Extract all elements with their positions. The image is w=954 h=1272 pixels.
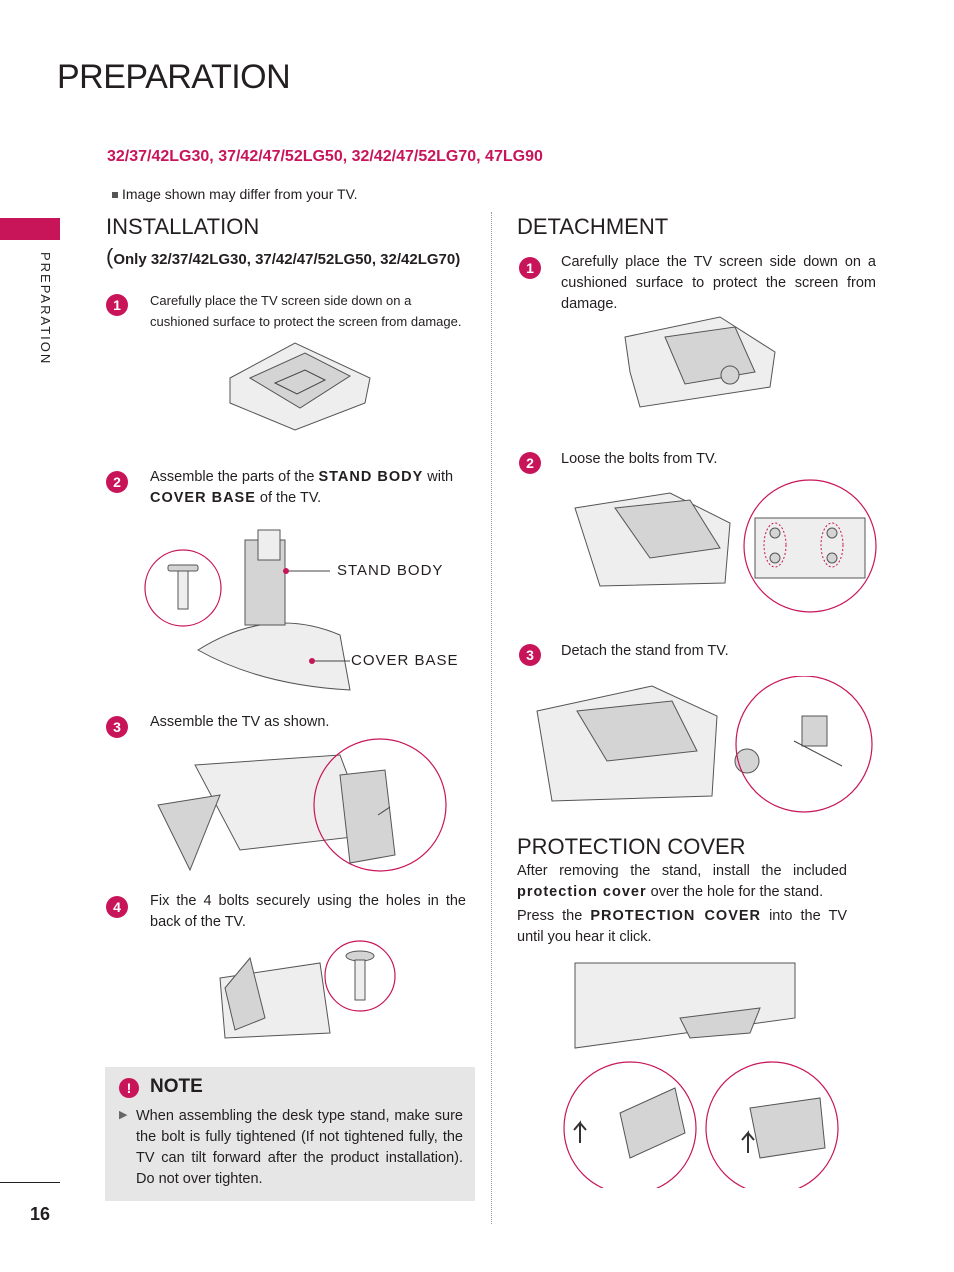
install-step-2-mid: with bbox=[423, 469, 454, 485]
page-number: 16 bbox=[30, 1204, 51, 1224]
footer-rule bbox=[0, 1182, 60, 1183]
install-step-4-text: Fix the 4 bolts securely using the holes… bbox=[150, 893, 466, 930]
callout-stand-body: STAND BODY bbox=[337, 562, 444, 579]
paren-open: ( bbox=[106, 244, 114, 269]
install-step-4-badge: 4 bbox=[106, 896, 128, 918]
callout-cover-base: COVER BASE bbox=[351, 652, 459, 669]
note-bullet-icon: ▶ bbox=[119, 1109, 128, 1121]
note-text: When assembling the desk type stand, mak… bbox=[136, 1108, 463, 1187]
square-bullet-icon bbox=[112, 192, 118, 199]
image-note: Image shown may differ from your TV. bbox=[112, 186, 358, 202]
install-step-2-text: Assemble the parts of the STAND BODY wit… bbox=[150, 467, 470, 509]
detach-step-1-illustration bbox=[624, 316, 776, 408]
protection-p2-kw: PROTECTION COVER bbox=[590, 908, 762, 924]
install-step-2-cover-base: COVER BASE bbox=[150, 490, 256, 506]
install-step-1-illustration bbox=[229, 342, 371, 431]
note-box bbox=[105, 1067, 475, 1201]
install-step-2-badge: 2 bbox=[106, 471, 128, 493]
install-step-4-illustration bbox=[219, 940, 396, 1039]
protection-p1-kw: protection cover bbox=[517, 884, 647, 900]
install-step-3-illustration bbox=[157, 738, 447, 872]
protection-p1-pre: After removing the stand, install the in… bbox=[517, 863, 847, 879]
install-step-3-text: Assemble the TV as shown. bbox=[150, 714, 330, 730]
detach-step-1-text: Carefully place the TV screen side down … bbox=[561, 254, 876, 312]
detach-step-2-badge: 2 bbox=[519, 452, 541, 474]
page-title: PREPARATION bbox=[57, 58, 291, 96]
install-step-1-text: Carefully place the TV screen side down … bbox=[150, 293, 462, 329]
install-step-2-illustration bbox=[144, 529, 351, 691]
installation-title: INSTALLATION bbox=[106, 214, 260, 239]
installation-subtitle: (Only 32/37/42LG30, 37/42/47/52LG50, 32/… bbox=[106, 244, 460, 270]
exclamation-icon: ! bbox=[119, 1078, 139, 1098]
protection-cover-p2: Press the PROTECTION COVER into the TV u… bbox=[517, 906, 847, 948]
protection-cover-illustration bbox=[563, 962, 839, 1188]
model-list: 32/37/42LG30, 37/42/47/52LG50, 32/42/47/… bbox=[107, 148, 543, 165]
install-step-1-badge: 1 bbox=[106, 294, 128, 316]
protection-p2-post: into the TV until you hear it click. bbox=[517, 908, 848, 945]
protection-cover-title: PROTECTION COVER bbox=[517, 834, 746, 859]
side-tab bbox=[0, 218, 60, 240]
side-label: PREPARATION bbox=[38, 252, 53, 366]
detach-step-3-text: Detach the stand from TV. bbox=[561, 643, 729, 659]
detach-step-1-badge: 1 bbox=[519, 257, 541, 279]
protection-p1-post: over the hole for the stand. bbox=[646, 884, 824, 900]
detach-step-2-illustration bbox=[574, 479, 877, 613]
install-step-2-stand-body: STAND BODY bbox=[318, 469, 424, 485]
install-step-3-badge: 3 bbox=[106, 716, 128, 738]
detach-step-3-badge: 3 bbox=[519, 644, 541, 666]
protection-cover-p1: After removing the stand, install the in… bbox=[517, 861, 847, 903]
install-step-2-pre: Assemble the parts of the bbox=[150, 469, 319, 485]
detach-step-2-text: Loose the bolts from TV. bbox=[561, 451, 718, 467]
column-divider bbox=[491, 212, 492, 1224]
detach-step-3-illustration bbox=[536, 676, 873, 813]
note-title: NOTE bbox=[150, 1076, 203, 1097]
installation-models: Only 32/37/42LG30, 37/42/47/52LG50, 32/4… bbox=[113, 251, 461, 268]
image-note-text: Image shown may differ from your TV. bbox=[122, 186, 358, 202]
protection-p2-pre: Press the bbox=[517, 908, 591, 924]
detachment-title: DETACHMENT bbox=[517, 214, 669, 239]
install-step-2-post: of the TV. bbox=[255, 490, 322, 506]
